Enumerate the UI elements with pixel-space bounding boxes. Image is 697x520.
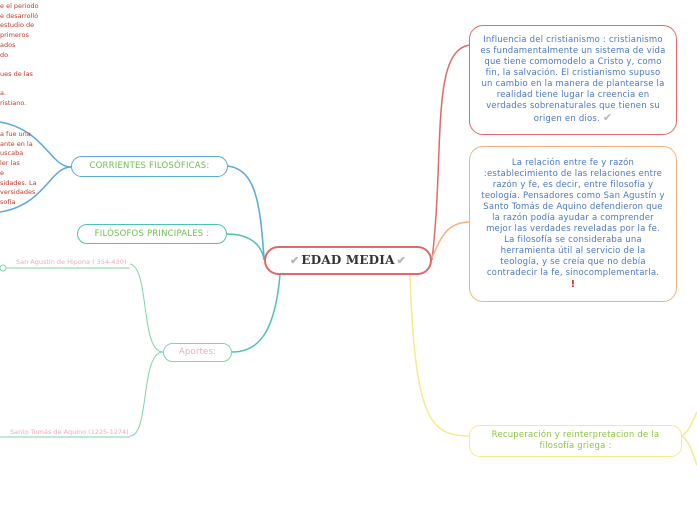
central-topic-edad-media[interactable]: ✔ EDAD MEDIA ✔ <box>264 246 432 275</box>
topic-aportes[interactable]: Aportes: <box>163 343 232 362</box>
topic-relacion-fe-razon[interactable]: La relación entre fe y razón :establecim… <box>469 146 677 302</box>
topic-label: FILÓSOFOS PRINCIPALES : <box>94 228 210 239</box>
topic-influencia-cristianismo[interactable]: Influencia del cristianismo : cristianis… <box>469 25 677 135</box>
check-icon: ✔ <box>602 111 613 124</box>
topic-recuperacion-filosofia-griega[interactable]: Recuperación y reinterpretacion de la fi… <box>469 425 682 457</box>
topic-text: Influencia del cristianismo : cristianis… <box>480 35 666 124</box>
topic-filosofos-principales[interactable]: FILÓSOFOS PRINCIPALES : <box>77 224 227 244</box>
topic-text: La relación entre fe y razón :establecim… <box>481 158 665 278</box>
leaf-santo-tomas[interactable]: Santo Tomás de Aquino (1225-1274) <box>10 428 129 436</box>
check-icon: ✔ <box>289 254 300 267</box>
exclamation-icon: ! <box>570 279 576 290</box>
central-topic-label: EDAD MEDIA <box>301 253 395 267</box>
topic-corrientes-filosoficas[interactable]: CORRIENTES FILOSÓFICAS: <box>71 156 228 177</box>
partial-text-middle: a fue una ante en la uscaba ler las e si… <box>0 130 37 210</box>
topic-label: Aportes: <box>178 347 217 357</box>
topic-label: CORRIENTES FILOSÓFICAS: <box>89 161 210 171</box>
check-icon: ✔ <box>396 254 407 267</box>
leaf-san-agustin[interactable]: San Agustín de Hipona ( 354-430) <box>16 258 127 266</box>
partial-text-top: e el periodo e desarrolló estudio de pri… <box>0 2 39 106</box>
topic-label: Recuperación y reinterpretacion de la fi… <box>491 430 660 451</box>
